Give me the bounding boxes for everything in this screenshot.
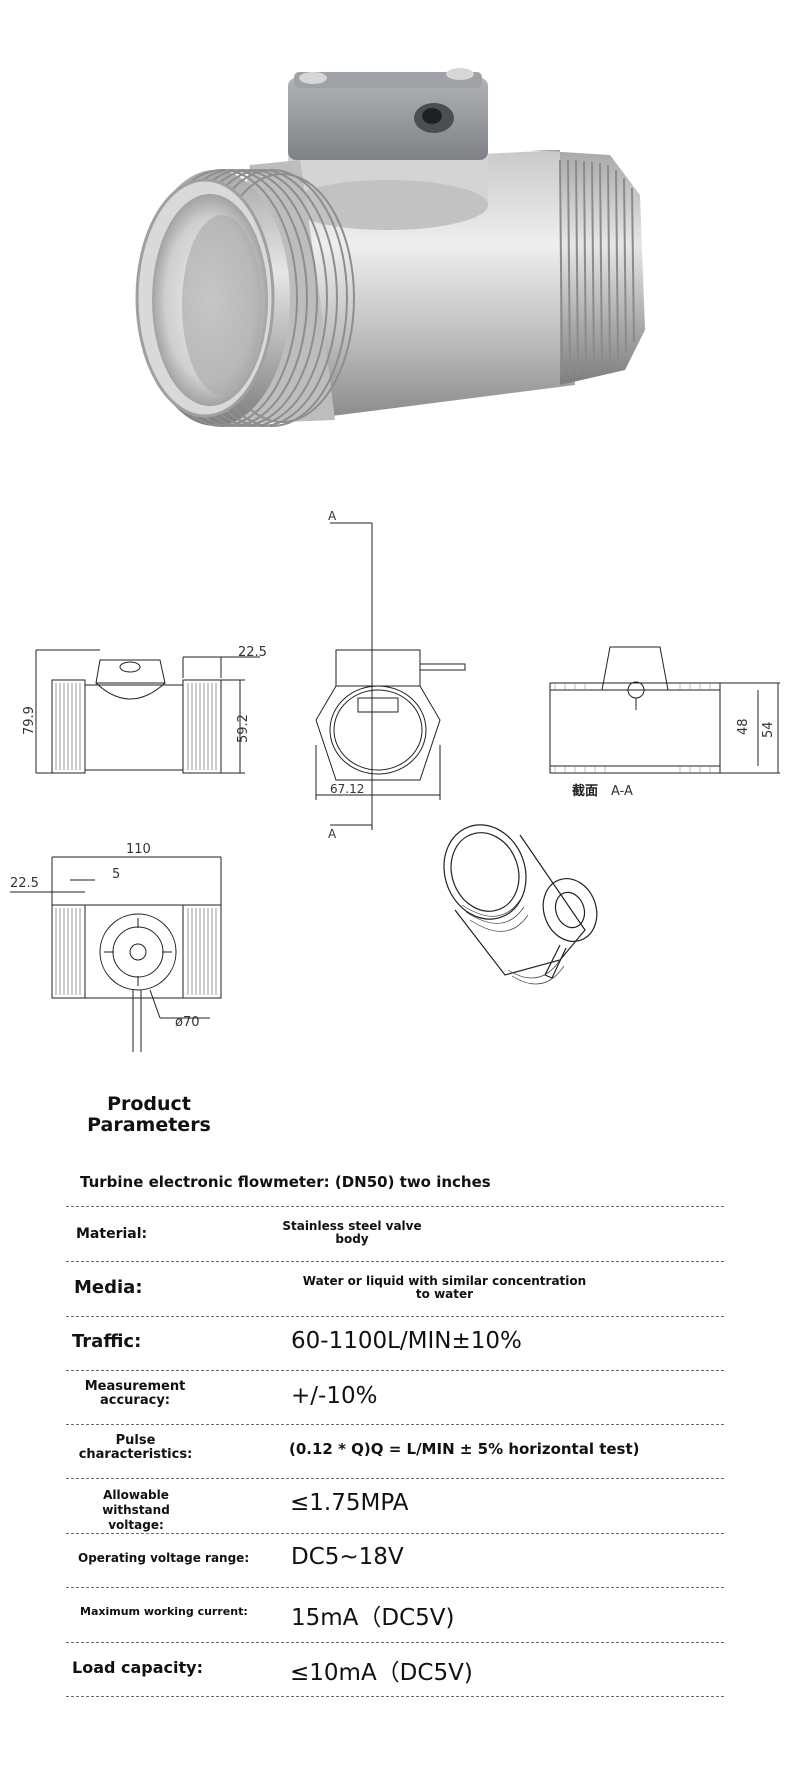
dim-79-9: 79.9 — [22, 706, 37, 735]
param-row-divider — [66, 1561, 724, 1588]
heading-line1: Product — [107, 1093, 191, 1115]
dim-110: 110 — [126, 842, 151, 857]
dim-5: 5 — [112, 867, 120, 882]
param-row-divider — [66, 1616, 724, 1643]
param-row-material — [66, 1180, 724, 1207]
param-value: 60-1100L/MIN±10% — [291, 1328, 522, 1354]
param-label: Load capacity: — [72, 1658, 203, 1677]
product-parameters-heading: Product Parameters — [58, 1094, 240, 1158]
param-label: Pulse characteristics: — [78, 1433, 193, 1462]
technical-drawings: 22.5 79.9 59.2 A 67.12 A — [10, 509, 780, 1052]
product-photo — [135, 68, 645, 427]
param-label: Maximum working current: — [80, 1605, 248, 1618]
dim-phi70: ø70 — [175, 1015, 200, 1030]
param-value: 15mA（DC5V) — [291, 1605, 455, 1631]
section-a-top: A — [328, 509, 337, 523]
param-value: ≤10mA（DC5V) — [290, 1660, 473, 1686]
param-label: Media: — [74, 1277, 143, 1298]
param-row-divider — [66, 1507, 724, 1534]
dim-67-12: 67.12 — [330, 782, 364, 796]
dim-22-5-top: 22.5 — [238, 645, 267, 660]
param-label: Traffic: — [72, 1331, 142, 1352]
param-row-divider — [66, 1344, 724, 1371]
param-row-divider — [66, 1398, 724, 1425]
dim-54: 54 — [761, 721, 776, 738]
param-label: Measurement accuracy: — [84, 1379, 186, 1408]
param-label: Allowable withstand voltage: — [102, 1488, 170, 1532]
param-row-divider — [66, 1290, 724, 1317]
param-value: (0.12 * Q)Q = L/MIN ± 5% horizontal test… — [289, 1440, 640, 1458]
param-row-divider — [66, 1235, 724, 1262]
dim-59-2: 59.2 — [236, 714, 251, 743]
param-value: DC5~18V — [291, 1544, 404, 1570]
section-a-bottom: A — [328, 827, 337, 841]
param-value: ≤1.75MPA — [290, 1490, 409, 1516]
dim-48: 48 — [736, 718, 751, 735]
param-value: +/-10% — [291, 1383, 378, 1409]
param-value: Water or liquid with similar concentrati… — [302, 1274, 587, 1301]
param-row-divider — [66, 1452, 724, 1479]
param-row-divider — [66, 1670, 724, 1697]
param-label: Material: — [76, 1226, 148, 1242]
param-value: Stainless steel valve body — [282, 1219, 422, 1246]
product-subtitle: Turbine electronic flowmeter: (DN50) two… — [80, 1173, 491, 1191]
dim-22-5-bottom: 22.5 — [10, 876, 39, 891]
section-caption: A-A — [611, 784, 633, 799]
section-caption-cn: 截面 — [572, 783, 598, 799]
heading-line2: Parameters — [87, 1114, 211, 1136]
param-label: Operating voltage range: — [78, 1551, 250, 1565]
